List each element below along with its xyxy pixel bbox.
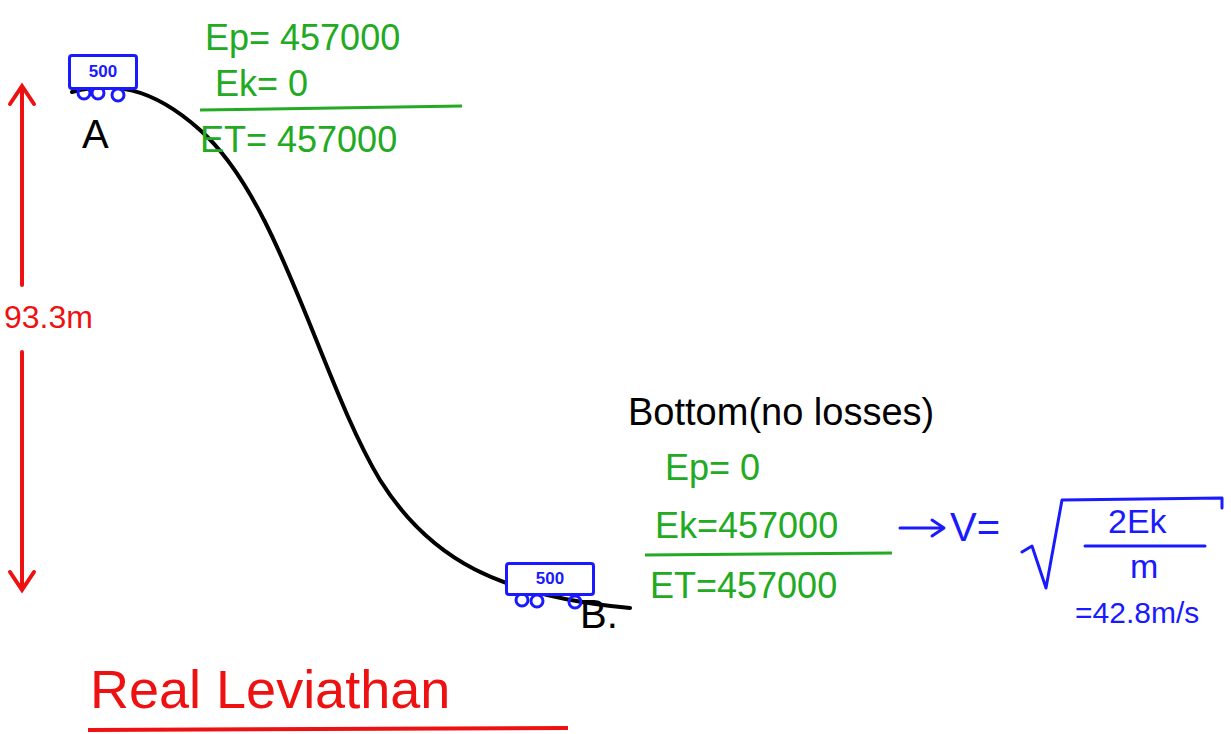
diagram-title: Real Leviathan [90,660,450,719]
cart-label: 500 [71,62,135,82]
formula-part: V= [950,505,1000,549]
energy-total: ET= 457000 [200,120,397,160]
energy-value: Ep= 0 [665,448,760,488]
cart-box: 500 [68,54,138,90]
height-arrow [10,86,34,590]
point-label: B. [580,592,618,636]
formula-strokes [900,498,1222,588]
energy-value: Ek=457000 [655,506,838,546]
energy-value: Ek= 0 [215,64,308,104]
energy-total: ET=457000 [650,566,837,606]
section-heading: Bottom(no losses) [628,392,934,434]
title-underline [88,728,568,730]
formula-part: 2Ek [1108,503,1167,540]
cart-wheels [78,87,581,608]
sum-lines [200,106,892,555]
formula-part: m [1130,548,1158,585]
energy-value: Ep= 457000 [205,18,400,58]
track-curve [72,87,630,608]
height-dimension: 93.3m [4,300,93,335]
cart-label: 500 [508,569,592,589]
speed-result: =42.8m/s [1075,596,1199,629]
point-label: A [82,112,109,156]
cart-box: 500 [505,562,595,596]
